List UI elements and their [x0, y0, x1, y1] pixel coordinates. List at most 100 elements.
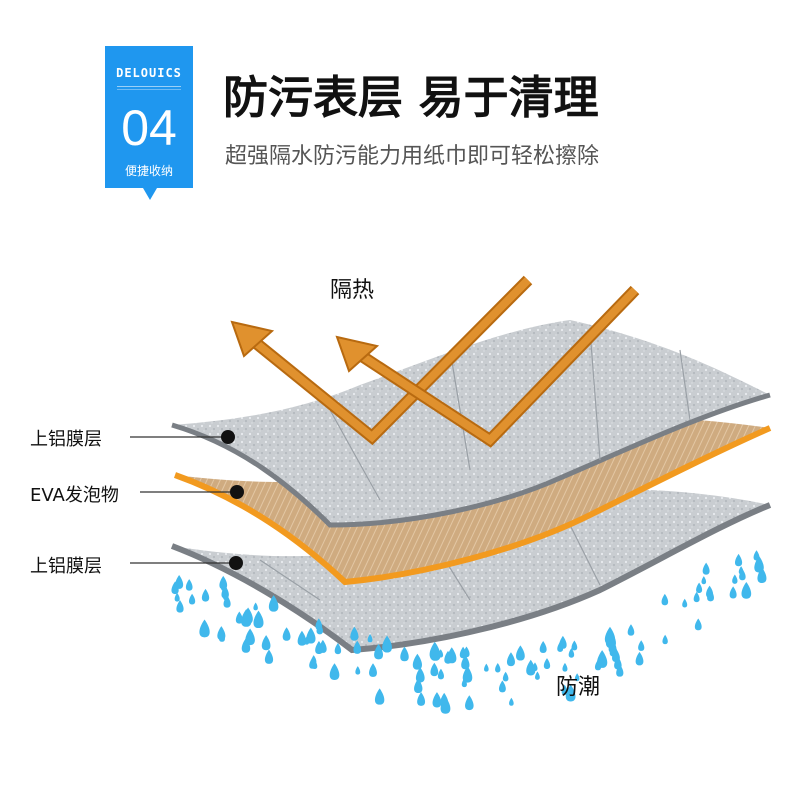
water-drop-icon: [243, 607, 253, 624]
water-drop-icon: [188, 593, 196, 605]
water-drop-icon: [734, 553, 743, 567]
water-drop-icon: [682, 598, 688, 608]
water-drop-icon: [543, 658, 551, 669]
water-drop-icon: [561, 684, 568, 695]
water-drop-icon: [596, 650, 608, 668]
water-drop-icon: [223, 595, 231, 608]
page-subtitle: 超强隔水防污能力用纸巾即可轻松擦除: [225, 144, 600, 169]
water-drop-icon: [562, 662, 568, 672]
water-drop-icon: [729, 586, 737, 599]
water-drop-icon: [702, 562, 710, 575]
water-drop-icon: [261, 635, 271, 651]
water-drop-icon: [382, 635, 392, 653]
water-drop-icon: [350, 626, 359, 641]
water-drop-icon: [462, 666, 473, 683]
water-drop-icon: [219, 631, 225, 642]
water-drop-icon: [661, 593, 669, 606]
water-drop-icon: [568, 648, 575, 658]
water-drop-icon: [253, 602, 258, 611]
water-drop-icon: [185, 579, 193, 591]
water-drop-icon: [609, 643, 618, 657]
water-drop-icon: [502, 671, 509, 682]
water-drop-icon: [429, 641, 440, 660]
water-drop-icon: [616, 664, 624, 677]
water-drop-icon: [235, 611, 243, 624]
water-drop-icon: [635, 651, 644, 666]
water-drop-icon: [355, 666, 361, 675]
water-drop-icon: [415, 667, 425, 683]
water-drop-icon: [367, 634, 373, 643]
water-drop-icon: [516, 645, 525, 661]
water-drop-icon: [465, 695, 474, 711]
water-drop-icon: [316, 623, 323, 635]
water-drop-icon: [268, 595, 279, 612]
water-drop-icon: [253, 610, 264, 629]
layer-callouts: [130, 430, 244, 570]
water-drop-icon: [369, 663, 377, 677]
water-drop-icon: [329, 663, 340, 681]
water-drop-icon: [176, 600, 184, 613]
water-drop-icon: [171, 581, 179, 595]
water-drop-icon: [693, 591, 700, 603]
water-drop-icon: [509, 697, 514, 706]
water-drop-icon: [400, 646, 409, 662]
dot-marker-icon: [230, 485, 244, 499]
water-drop-icon: [461, 654, 470, 670]
water-drop-icon: [741, 582, 752, 599]
water-drop-icon: [539, 641, 547, 654]
water-drop-icon: [174, 592, 180, 602]
brand-name: DELOUICS: [116, 66, 182, 80]
water-drop-icon: [417, 692, 426, 706]
water-drop-icon: [440, 696, 451, 714]
badge-divider: [117, 86, 181, 90]
badge-pointer-icon: [143, 188, 157, 200]
water-drop-icon: [662, 634, 668, 645]
water-drop-icon: [374, 643, 384, 660]
water-drop-icon: [444, 650, 452, 664]
water-drop-icon: [571, 640, 578, 651]
layer-label-bottom-foil: 上铝膜层: [30, 556, 102, 577]
water-drop-icon: [199, 619, 210, 638]
water-drop-icon: [495, 663, 501, 673]
page-title: 防污表层 易于清理: [223, 71, 599, 124]
feature-tag: 便捷收纳: [124, 164, 173, 178]
water-drop-icon: [701, 576, 707, 585]
water-drop-icon: [732, 574, 738, 584]
water-drop-icon: [459, 646, 467, 659]
water-drop-icon: [506, 652, 515, 667]
water-drop-icon: [627, 624, 635, 636]
heat-arrow-icon: [230, 275, 533, 446]
brand-badge: DELOUICS 04 便捷收纳: [105, 46, 193, 188]
feature-number: 04: [121, 100, 177, 156]
water-drop-icon: [535, 671, 540, 680]
water-drop-icon: [297, 630, 307, 646]
layer-label-top-foil: 上铝膜层: [30, 429, 102, 450]
water-drop-icon: [282, 627, 291, 641]
water-drop-icon: [334, 642, 342, 655]
water-drop-icon: [245, 628, 255, 646]
water-drop-icon: [532, 662, 538, 672]
dot-marker-icon: [221, 430, 235, 444]
water-drop-icon: [707, 589, 714, 602]
water-drop-icon: [739, 569, 746, 581]
water-drop-icon: [756, 561, 763, 571]
water-drop-icon: [696, 582, 703, 594]
water-drop-icon: [264, 649, 274, 664]
water-drop-icon: [484, 663, 489, 672]
moisture-proof-label: 防潮: [556, 675, 601, 700]
water-drops: [171, 550, 767, 714]
water-drop-icon: [374, 688, 385, 705]
water-drop-icon: [353, 640, 362, 654]
water-drop-icon: [557, 641, 564, 652]
heat-insulation-label: 隔热: [330, 278, 375, 303]
water-drop-icon: [565, 684, 576, 702]
water-drop-icon: [526, 659, 536, 676]
water-drop-icon: [304, 636, 310, 645]
water-drop-icon: [638, 640, 645, 651]
water-drop-icon: [412, 653, 422, 670]
water-drop-icon: [319, 639, 327, 653]
water-drop-icon: [306, 627, 316, 644]
water-drop-icon: [757, 567, 767, 583]
water-drop-icon: [574, 673, 580, 682]
